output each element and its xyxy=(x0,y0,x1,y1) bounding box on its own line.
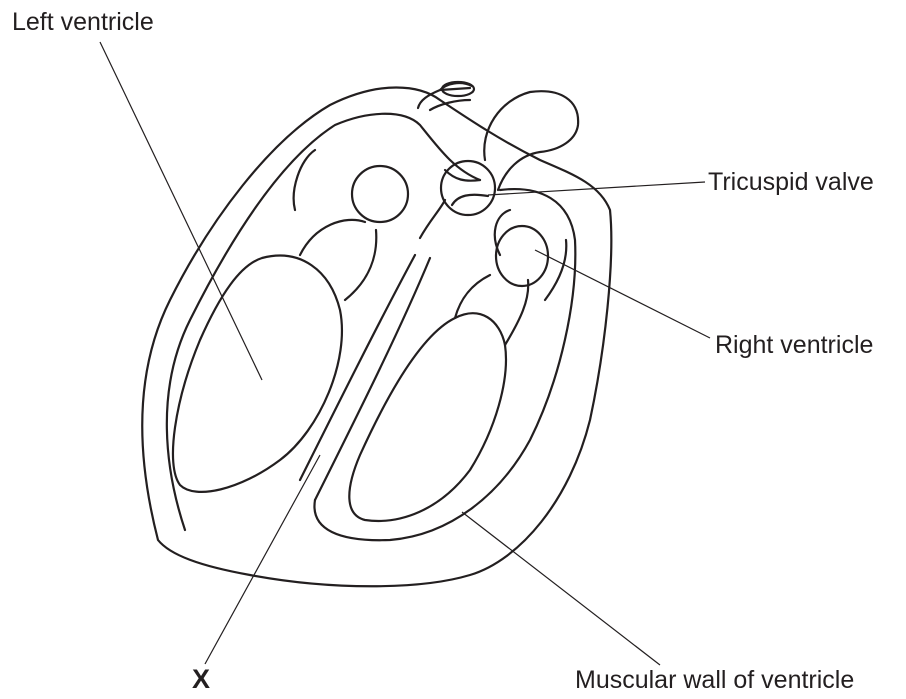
leader-left-ventricle xyxy=(100,42,262,380)
label-left-ventricle: Left ventricle xyxy=(12,10,154,35)
right-ventricle-outer-wall xyxy=(314,189,575,540)
leader-right-ventricle xyxy=(535,250,710,338)
leader-muscular-wall xyxy=(462,512,660,665)
leader-x xyxy=(205,455,320,664)
left-upper-chamber xyxy=(294,150,377,300)
left-atrium-valve xyxy=(352,166,408,222)
label-right-ventricle: Right ventricle xyxy=(715,333,873,358)
heart-outer-outline xyxy=(142,88,611,587)
pulmonary-artery xyxy=(484,91,578,190)
label-tricuspid-valve: Tricuspid valve xyxy=(708,170,874,195)
tricuspid-valve-ring xyxy=(441,161,495,215)
right-ventricle-inner-wall xyxy=(455,210,528,345)
heart-inner-wall xyxy=(167,114,480,530)
right-atrium-valve xyxy=(496,226,548,286)
label-x-marker: X xyxy=(192,666,210,693)
right-ventricle-chamber xyxy=(349,313,506,521)
tricuspid-valve-cusps xyxy=(445,170,488,205)
label-muscular-wall: Muscular wall of ventricle xyxy=(575,668,854,693)
septum xyxy=(300,200,445,500)
left-ventricle-chamber xyxy=(173,256,342,492)
